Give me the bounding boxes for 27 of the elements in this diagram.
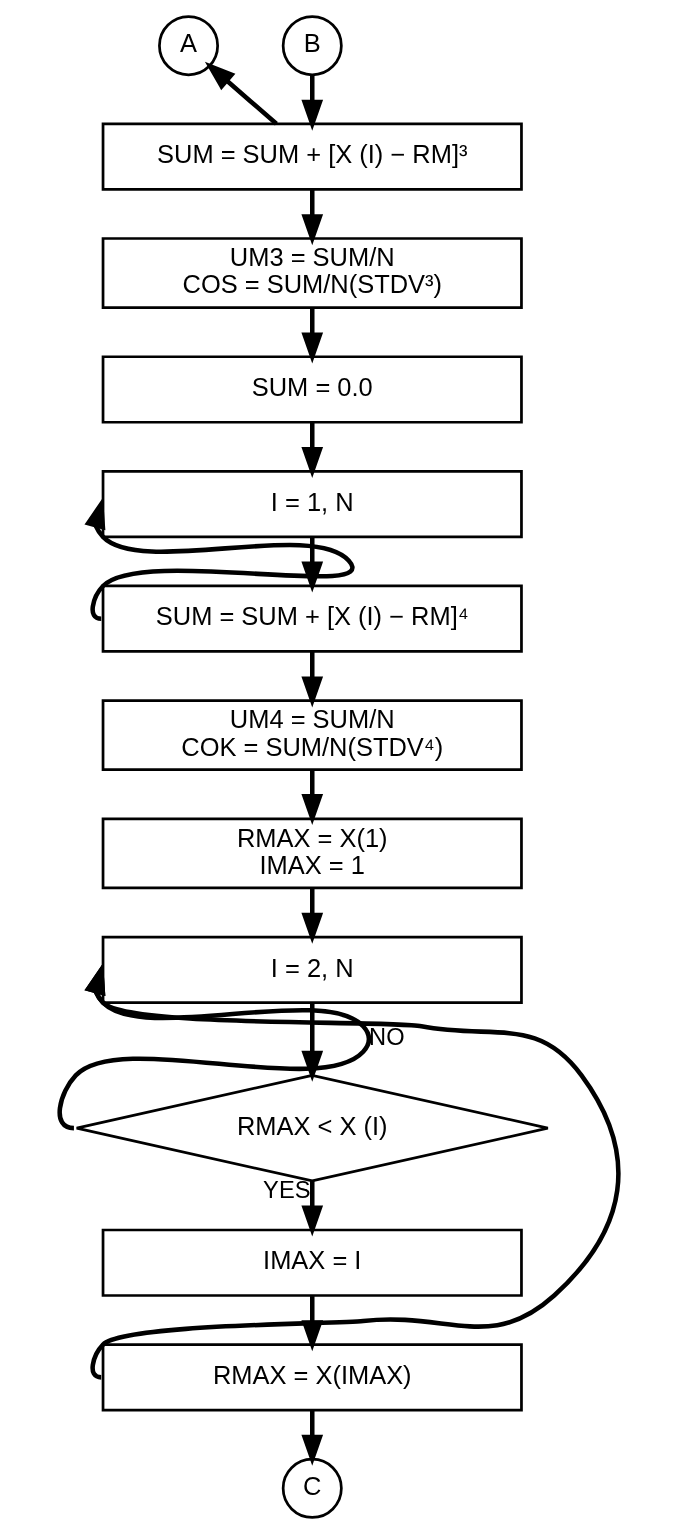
arrow (301, 1410, 324, 1466)
node-box: UM4 = SUM/N COK = SUM/N(STDV⁴) (101, 699, 523, 772)
arrow (301, 651, 324, 708)
node-circle: C (281, 1457, 343, 1519)
arrow (301, 770, 324, 825)
node-box: SUM = SUM + [X (I) − RM]⁴ (101, 584, 523, 653)
node-box: RMAX = X(IMAX) (101, 1343, 523, 1412)
node-box: RMAX = X(1) IMAX = 1 (101, 817, 523, 890)
node-box: UM3 = SUM/N COS = SUM/N(STDV³) (101, 237, 523, 309)
arrow (204, 61, 278, 126)
arrow (301, 189, 324, 246)
arrow (301, 888, 324, 944)
arrow (301, 422, 324, 478)
node-circle: B (281, 15, 343, 77)
arrow (57, 963, 372, 1131)
arrow (84, 497, 354, 621)
node-circle: A (158, 15, 219, 77)
node-box: SUM = SUM + [X (I) − RM]³ (101, 122, 523, 191)
node-box: SUM = 0.0 (101, 355, 523, 424)
arrow (301, 1180, 324, 1237)
arrow (301, 75, 324, 131)
arrow (301, 1002, 324, 1082)
node-box: IMAX = I (101, 1228, 523, 1297)
edge-label: NO (369, 1024, 405, 1051)
node-box: I = 2, N (101, 935, 523, 1004)
arrow (301, 308, 324, 364)
node-box: I = 1, N (101, 470, 523, 539)
